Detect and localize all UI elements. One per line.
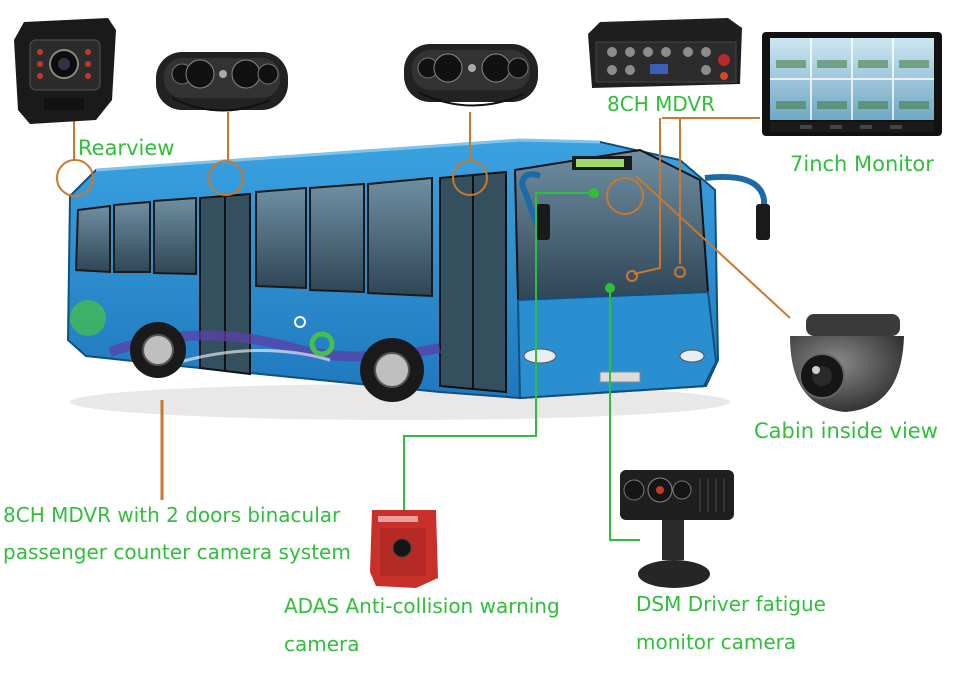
orange-leader-lines	[56, 112, 791, 500]
adas-label-line2: camera	[284, 632, 360, 656]
bus	[66, 138, 770, 420]
monitor-device-icon	[762, 32, 942, 136]
bus-side-windows	[74, 176, 433, 298]
system-label-line2: passenger counter camera system	[3, 540, 351, 564]
bus-doors	[199, 170, 507, 394]
rearview-label: Rearview	[78, 136, 175, 160]
binocular-counter-camera-1-icon	[156, 52, 288, 112]
adas-camera-icon	[370, 510, 438, 588]
rearview-camera-icon	[14, 18, 116, 124]
monitor-label: 7inch Monitor	[790, 152, 934, 176]
dsm-label-line1: DSM Driver fatigue	[636, 592, 826, 616]
adas-label-line1: ADAS Anti-collision warning	[284, 594, 560, 618]
system-label-line1: 8CH MDVR with 2 doors binacular	[3, 503, 341, 527]
cabin-dome-camera-icon	[790, 314, 904, 412]
dsm-camera-icon	[620, 470, 734, 588]
binocular-counter-camera-2-icon	[404, 44, 538, 107]
mdvr-device-icon	[588, 18, 742, 88]
green-leader-lines	[403, 188, 640, 541]
cabin-label: Cabin inside view	[754, 419, 938, 443]
dsm-label-line2: monitor camera	[636, 630, 797, 654]
bus-wheels	[130, 322, 424, 402]
mdvr-label: 8CH MDVR	[607, 92, 715, 116]
